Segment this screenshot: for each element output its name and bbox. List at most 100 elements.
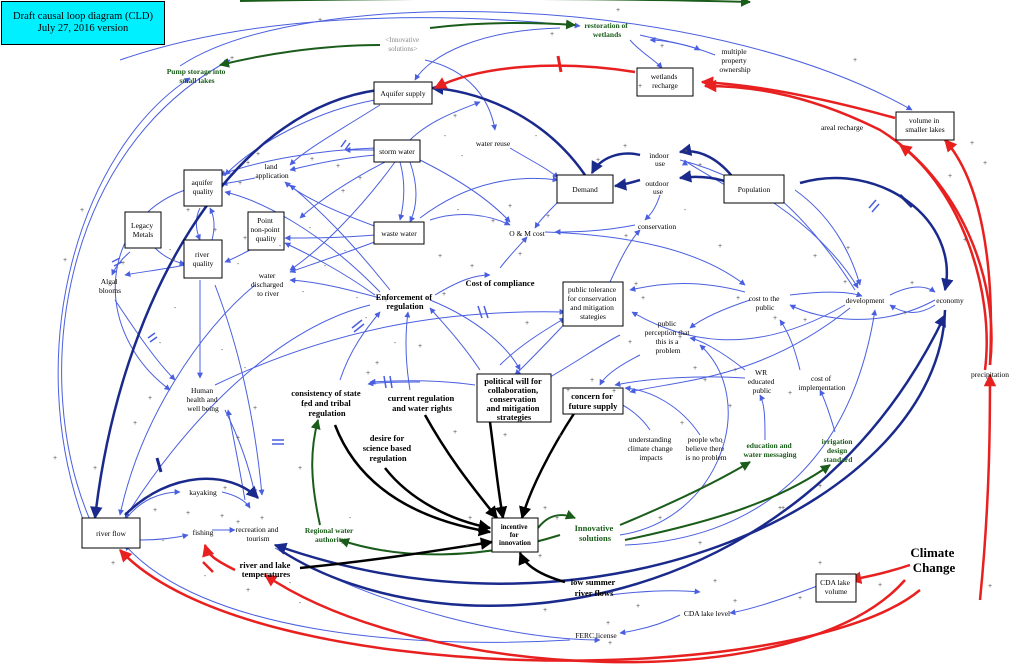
label-desire-science: desire for science based regulation [363, 433, 414, 463]
svg-text:+: + [148, 395, 152, 402]
svg-text:+: + [703, 483, 707, 490]
svg-text:-: - [457, 207, 460, 214]
svg-text:+: + [963, 237, 967, 244]
svg-text:+: + [693, 365, 697, 372]
svg-text:+: + [970, 140, 974, 147]
svg-text:-: - [237, 261, 240, 268]
svg-text:+: + [508, 203, 512, 210]
node-waste-water: waste water [381, 229, 417, 238]
node-aquifer-supply: Aquifer supply [380, 89, 425, 98]
box-wetlands-recharge [636, 67, 694, 97]
svg-text:+: + [186, 510, 190, 517]
node-point-nonpoint: Point non-point quality [250, 216, 281, 243]
svg-text:+: + [491, 218, 495, 225]
svg-text:+: + [223, 485, 227, 492]
svg-text:-: - [302, 289, 305, 296]
title-line-1: Draft causal loop diagram (CLD) [13, 11, 153, 22]
black-links [299, 411, 577, 584]
svg-text:+: + [624, 233, 628, 240]
svg-text:+: + [543, 607, 547, 614]
node-storm-water: storm water [379, 147, 415, 156]
svg-text:+: + [93, 465, 97, 472]
svg-text:+: + [525, 320, 529, 327]
svg-text:-: - [461, 153, 464, 160]
svg-text:+: + [453, 429, 457, 436]
svg-text:+: + [384, 297, 388, 304]
svg-text:+: + [736, 295, 740, 302]
label-low-summer: low summer river flows [571, 577, 618, 598]
box-public-tolerance [562, 281, 624, 327]
label-wr-educated: WR educated public [748, 368, 777, 395]
label-irrigation-design: irrigation design standard [822, 437, 855, 464]
free-labels: <Innovative solutions> restoration of we… [99, 21, 1009, 640]
svg-text:+: + [518, 251, 522, 258]
label-development: development [846, 296, 886, 305]
svg-text:+: + [698, 540, 702, 547]
label-om-cost: O & M cost [509, 229, 546, 238]
svg-text:+: + [238, 180, 242, 187]
box-aquifer-supply [373, 81, 433, 105]
svg-text:-: - [535, 133, 538, 140]
svg-text:+: + [818, 483, 822, 490]
svg-text:+: + [798, 595, 802, 602]
node-political-will: political will for collaboration, conser… [484, 376, 544, 422]
svg-text:-: - [684, 207, 687, 214]
node-demand: Demand [572, 185, 598, 194]
box-political-will [476, 373, 552, 423]
title-box: Draft causal loop diagram (CLD) July 27,… [1, 1, 165, 45]
label-cost-implementation: cost of implementation [798, 374, 845, 392]
svg-text:+: + [213, 227, 217, 234]
svg-text:+: + [988, 583, 992, 590]
svg-text:+: + [612, 388, 616, 395]
label-river-lake-temp: river and lake temperatures [240, 560, 293, 579]
svg-text:+: + [728, 403, 732, 410]
svg-text:-: - [221, 347, 224, 354]
box-point-nonpoint [247, 211, 285, 251]
svg-text:+: + [546, 213, 550, 220]
svg-text:+: + [778, 505, 782, 512]
label-understanding-climate: understanding climate change impacts [627, 435, 674, 462]
svg-text:+: + [503, 432, 507, 439]
svg-text:+: + [465, 543, 469, 550]
svg-text:+: + [243, 235, 247, 242]
svg-text:+: + [803, 317, 807, 324]
svg-text:-: - [394, 340, 397, 347]
svg-text:-: - [162, 538, 165, 545]
node-texts: Aquifer supply storm water waste water D… [96, 72, 945, 596]
svg-text:+: + [111, 560, 115, 567]
node-river-flow: river flow [96, 529, 126, 538]
label-outdoor-use: outdoor use [645, 179, 670, 196]
svg-text:+: + [453, 113, 457, 120]
label-multiple-property: multiple property ownership [719, 47, 750, 74]
svg-text:+: + [678, 334, 682, 341]
svg-text:+: + [703, 377, 707, 384]
svg-text:+: + [813, 253, 817, 260]
box-aquifer-quality [183, 169, 223, 207]
label-cost-compliance: Cost of compliance [466, 278, 535, 288]
svg-text:+: + [121, 260, 125, 267]
box-population [723, 174, 785, 204]
svg-text:+: + [148, 493, 152, 500]
svg-text:+: + [236, 435, 240, 442]
svg-text:+: + [80, 207, 84, 214]
box-river-flow [81, 517, 141, 549]
label-education-messaging: education and water messaging [744, 441, 797, 459]
svg-text:+: + [550, 31, 554, 38]
svg-text:-: - [174, 305, 177, 312]
label-restoration-wetlands: restoration of wetlands [584, 21, 629, 39]
svg-text:+: + [608, 640, 612, 647]
svg-text:-: - [289, 580, 292, 587]
svg-text:-: - [204, 573, 207, 580]
svg-text:+: + [53, 455, 57, 462]
svg-text:+: + [818, 560, 822, 567]
svg-text:+: + [253, 405, 257, 412]
label-land-application: land application [255, 162, 289, 180]
node-concern-future: concern for future supply [569, 391, 618, 411]
label-consistency: consistency of state fed and tribal regu… [291, 388, 363, 418]
svg-text:+: + [623, 143, 627, 150]
svg-text:+: + [634, 281, 638, 288]
svg-text:-: - [384, 547, 387, 554]
node-river-quality: river quality [193, 250, 214, 268]
svg-text:+: + [318, 17, 322, 24]
label-people-believe: people who believe there is no problem [685, 435, 726, 462]
